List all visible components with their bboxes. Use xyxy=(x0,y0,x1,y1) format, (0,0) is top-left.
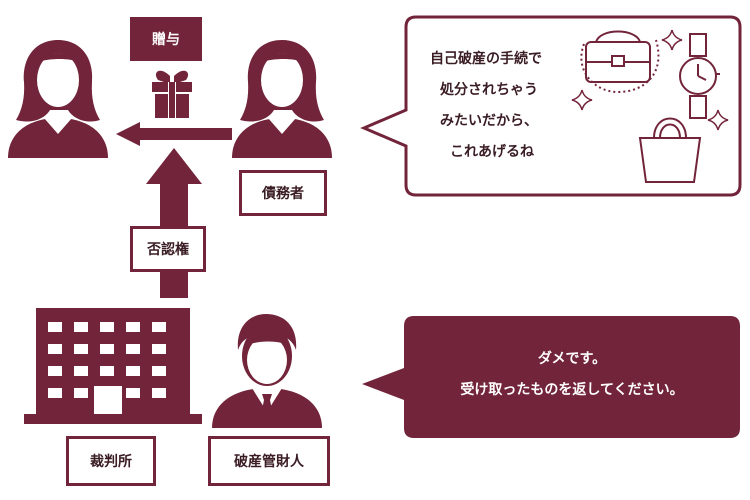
court-label: 裁判所 xyxy=(66,436,156,486)
avoidance-arrow xyxy=(146,148,202,298)
debtor-speech-line: 自己破産の手続で xyxy=(430,51,542,67)
debtor-speech-line: これあげるね xyxy=(450,144,534,160)
avoidance-right-label: 否認権 xyxy=(130,226,206,272)
gift-box-icon xyxy=(152,70,192,118)
trustee-speech-bubble xyxy=(362,316,740,438)
trustee-label: 破産管財人 xyxy=(208,436,330,486)
tote-bag-icon xyxy=(638,117,702,183)
trustee-person-icon xyxy=(212,314,322,428)
gift-label: 贈与 xyxy=(130,17,202,61)
debtor-speech-line: みたいだから、 xyxy=(440,113,538,129)
debtor-speech-bubble xyxy=(360,15,742,197)
sparkle-icon xyxy=(571,29,729,131)
wristwatch-icon xyxy=(679,33,720,119)
recipient-person-icon xyxy=(8,40,108,158)
debtor-label: 債務者 xyxy=(239,170,327,216)
trustee-speech-line: 受け取ったものを返してください。 xyxy=(460,382,684,398)
debtor-person-icon xyxy=(232,40,332,158)
handbag-icon xyxy=(580,30,660,94)
trustee-speech-line: ダメです。 xyxy=(537,351,607,367)
gift-arrow xyxy=(116,122,232,146)
court-building-icon xyxy=(24,308,202,424)
debtor-speech-line: 処分されちゃう xyxy=(440,82,538,98)
